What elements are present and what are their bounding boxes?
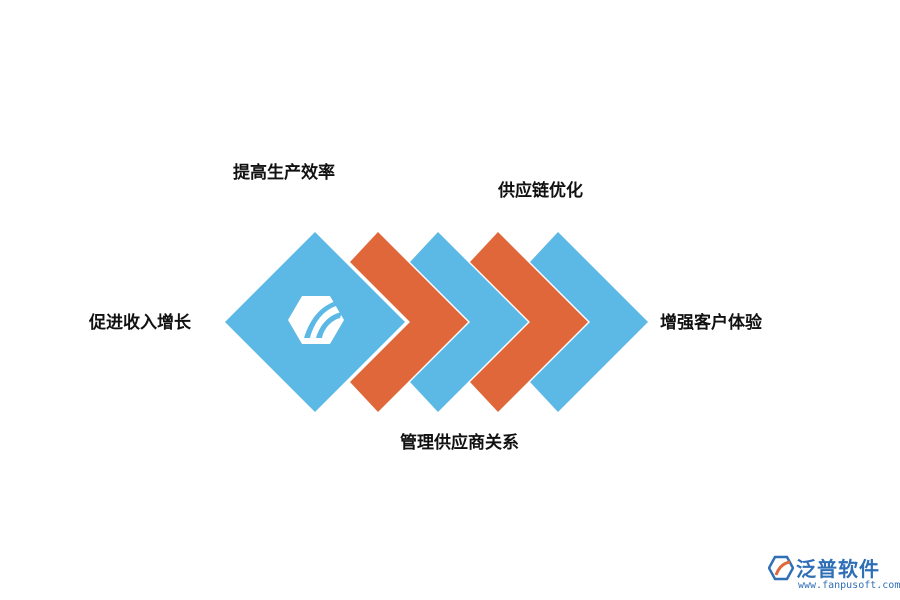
brand-name: 泛普软件 <box>796 557 880 581</box>
chevron-2 <box>410 232 528 412</box>
label-supplier-relations: 管理供应商关系 <box>400 433 519 453</box>
chevron-1 <box>350 232 468 412</box>
fanpu-logo-icon <box>768 555 794 581</box>
chevron-3 <box>470 232 588 412</box>
label-customer-experience: 增强客户体验 <box>660 313 762 333</box>
label-improve-efficiency: 提高生产效率 <box>233 163 335 183</box>
hexagon-emblem-icon <box>288 296 344 344</box>
label-revenue-growth: 促进收入增长 <box>89 313 191 333</box>
label-supply-chain-optimization: 供应链优化 <box>498 181 583 201</box>
chevron-4 <box>530 232 648 412</box>
brand-url: www.fanpusoft.com <box>798 580 900 591</box>
brand-watermark: 泛普软件 www.fanpusoft.com <box>768 553 900 598</box>
